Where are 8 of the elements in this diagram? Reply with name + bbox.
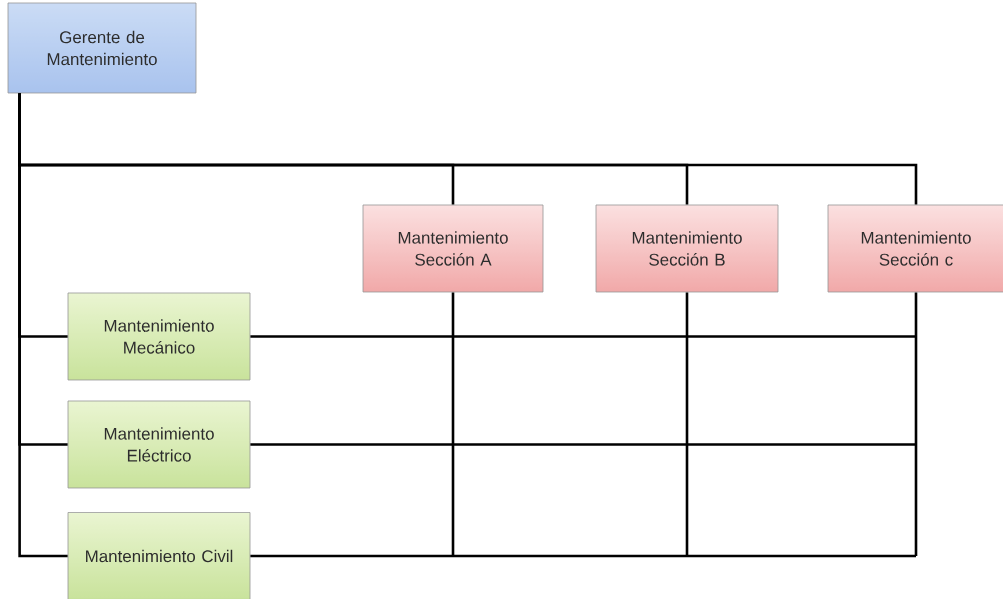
manager-box: Gerente de Mantenimiento <box>7 2 197 94</box>
department-box: Mantenimiento Civil <box>67 512 251 599</box>
connector-line <box>18 93 68 558</box>
section-box: Mantenimiento Sección A <box>362 204 544 293</box>
department-box: Mantenimiento Mecánico <box>67 292 251 381</box>
section-box: Mantenimiento Sección B <box>595 204 779 293</box>
section-box: Mantenimiento Sección c <box>827 204 1003 293</box>
department-box: Mantenimiento Eléctrico <box>67 400 251 489</box>
